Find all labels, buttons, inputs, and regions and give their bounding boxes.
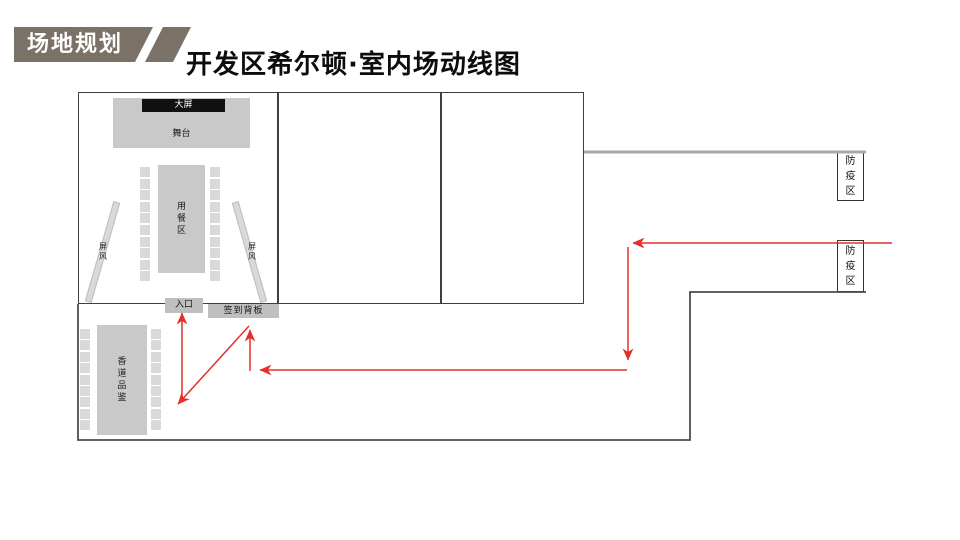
chair xyxy=(210,167,220,177)
quarantine-zone-bottom: 防疫区 xyxy=(837,240,864,292)
entrance-box: 入口 xyxy=(165,298,203,313)
chair xyxy=(80,374,90,385)
chair xyxy=(151,351,161,362)
chair xyxy=(151,340,161,351)
lower-annex-wall xyxy=(77,291,866,441)
chair xyxy=(210,213,220,224)
chair xyxy=(80,351,90,362)
flow-arrow-to-tea-area xyxy=(177,325,250,405)
dining-area-label: 用餐区 xyxy=(176,202,186,236)
chair xyxy=(151,420,161,431)
dining-chairs-left xyxy=(140,167,150,282)
chair xyxy=(140,271,150,282)
chair xyxy=(80,420,90,431)
chair xyxy=(80,340,90,351)
chair xyxy=(210,201,220,212)
chair xyxy=(80,408,90,419)
chair xyxy=(151,374,161,385)
chair xyxy=(210,224,220,235)
chair xyxy=(140,213,150,224)
big-screen: 大屏 xyxy=(142,99,225,112)
chair xyxy=(140,259,150,270)
chair xyxy=(140,178,150,189)
banner-body xyxy=(14,27,153,62)
quarantine-zone-top: 防疫区 xyxy=(837,151,864,201)
quarantine-zone-bottom-label: 防疫区 xyxy=(845,245,856,287)
quarantine-zone-top-label: 防疫区 xyxy=(845,155,856,197)
chair xyxy=(80,363,90,374)
page-title: 开发区希尔顿·室内场动线图 xyxy=(186,50,521,80)
chair xyxy=(140,236,150,247)
section-banner-label: 场地规划 xyxy=(27,32,124,57)
chair xyxy=(210,190,220,201)
hall-divider-left xyxy=(277,92,279,304)
stage-label: 舞台 xyxy=(172,129,191,139)
chair xyxy=(210,271,220,282)
folding-screen-right-label: 屏风 xyxy=(248,242,256,261)
chair xyxy=(80,329,90,339)
chair xyxy=(210,259,220,270)
dining-area: 用餐区 xyxy=(158,165,205,273)
chair xyxy=(151,329,161,339)
chair xyxy=(151,397,161,408)
tea-chairs-right xyxy=(151,329,161,431)
chair xyxy=(140,201,150,212)
chair xyxy=(210,178,220,189)
chair xyxy=(140,248,150,259)
chair xyxy=(140,167,150,177)
chair xyxy=(140,190,150,201)
signin-backdrop-box: 签到背板 xyxy=(208,304,279,318)
tea-tasting-area-label: 香道品鉴 xyxy=(117,357,127,403)
chair xyxy=(80,385,90,396)
hall-divider-right xyxy=(440,92,442,304)
chair xyxy=(151,408,161,419)
chair xyxy=(210,236,220,247)
chair xyxy=(210,248,220,259)
chair xyxy=(151,385,161,396)
dining-chairs-right xyxy=(210,167,220,282)
chair xyxy=(151,363,161,374)
chair xyxy=(140,224,150,235)
banner-shape xyxy=(14,27,214,62)
folding-screen-left-label: 屏风 xyxy=(99,242,107,261)
tea-tasting-area: 香道品鉴 xyxy=(97,325,147,435)
chair xyxy=(80,397,90,408)
tea-chairs-left xyxy=(80,329,90,431)
